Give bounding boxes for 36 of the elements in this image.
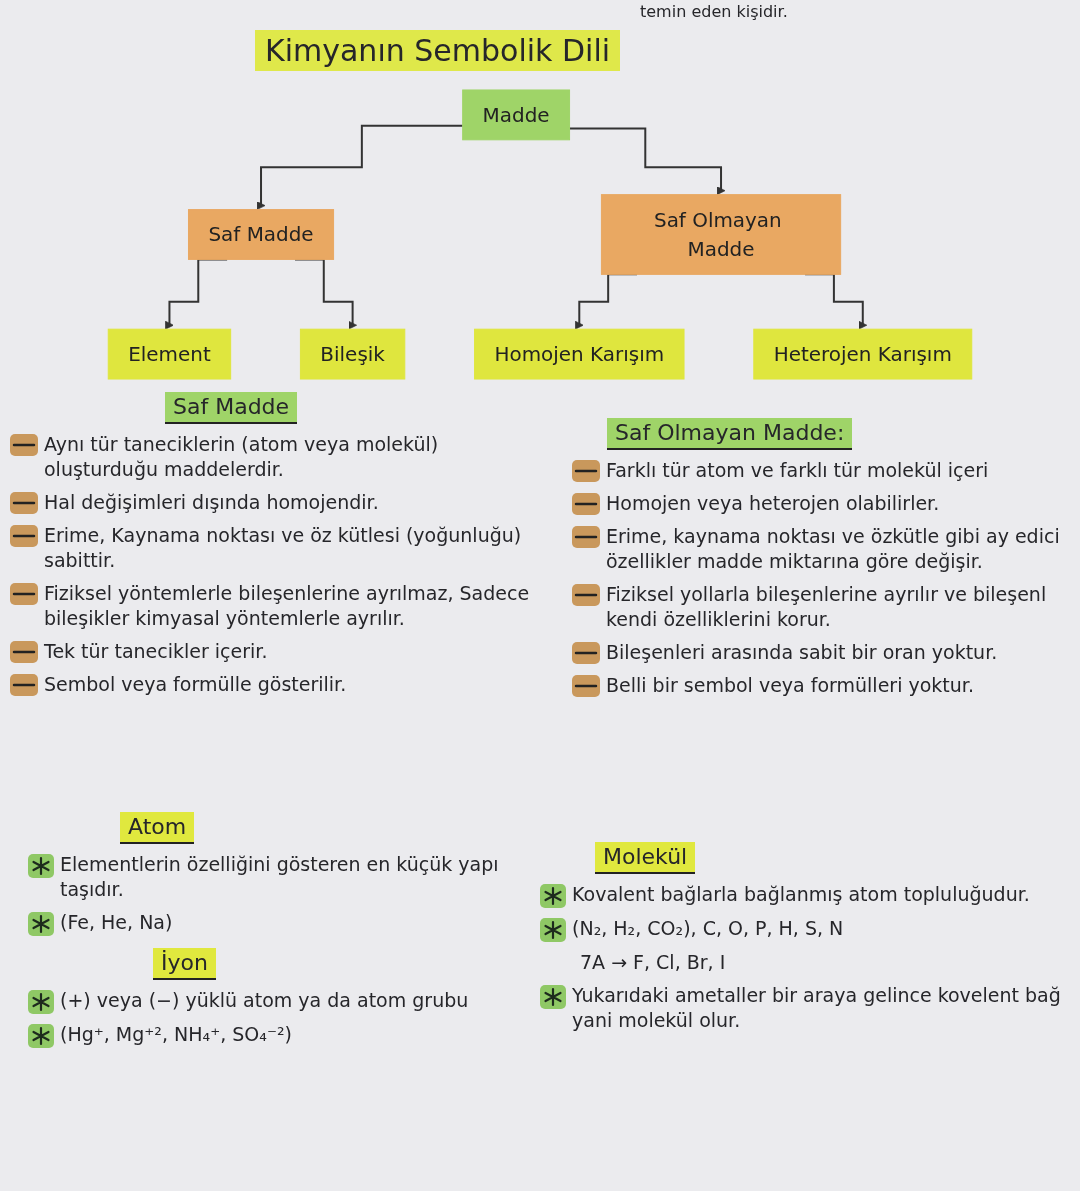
note-text: Fiziksel yollarla bileşenlerine ayrılır ve bileşenl kendi özelliklerini korur. bbox=[606, 582, 1048, 632]
node-box: Element bbox=[107, 328, 232, 380]
note-text: Bileşenleri arasında sabit bir oran yoktur. bbox=[606, 640, 998, 665]
note-text: (Fe, He, Na) bbox=[60, 910, 173, 935]
node-box: Heterojen Karışım bbox=[753, 328, 973, 380]
note-text: Erime, kaynama noktası ve özkütle gibi ay edici özellikler madde miktarına göre değişir. bbox=[606, 524, 1061, 574]
node-box: Homojen Karışım bbox=[474, 328, 685, 380]
arrow bbox=[568, 127, 726, 196]
title: Kimyanın Sembolik Dili bbox=[255, 30, 621, 71]
note-text: Homojen veya heterojen olabilirler. bbox=[606, 491, 940, 516]
note-text: Fiziksel yöntemlerle bileşenlerine ayrılmaz, Sadece bileşikler kimyasal yöntemlerle ayrılır. bbox=[44, 581, 531, 631]
section-heading: Saf Madde bbox=[165, 392, 298, 424]
section-heading: Atom bbox=[120, 812, 195, 844]
note-text: Kovalent bağlarla bağlanmış atom topluluğudur. bbox=[572, 882, 1030, 907]
note-text: Elementlerin özelliğini gösteren en küçük yapı taşıdır. bbox=[60, 852, 500, 902]
note-text: Erime, Kaynama noktası ve öz kütlesi (yoğunluğu) sabittir. bbox=[44, 523, 523, 573]
section-heading: İyon bbox=[153, 948, 216, 980]
node-box: Saf Madde bbox=[188, 209, 335, 260]
note-text: (Hg⁺, Mg⁺², NH₄⁺, SO₄⁻²) bbox=[60, 1022, 292, 1047]
node-box: Bileşik bbox=[299, 328, 406, 380]
note-text: Tek tür tanecikler içerir. bbox=[44, 639, 268, 664]
note-text: (+) veya (−) yüklü atom ya da atom grubu bbox=[60, 988, 469, 1013]
note-text: Belli bir sembol veya formülleri yoktur. bbox=[606, 673, 974, 698]
note-text: Farklı tür atom ve farklı tür molekül içeri bbox=[606, 458, 989, 483]
note-text: Aynı tür taneciklerin (atom veya molekül) oluşturduğu maddelerdir. bbox=[44, 432, 440, 482]
node-box: Saf Olmayan Madde bbox=[600, 194, 842, 275]
note-text: Hal değişimleri dışında homojendir. bbox=[44, 490, 379, 515]
note-text: Yukarıdaki ametaller bir araya gelince kovelent bağ yani molekül olur. bbox=[572, 983, 1062, 1033]
section-heading: Saf Olmayan Madde: bbox=[607, 418, 853, 450]
note-text: 7A → F, Cl, Br, I bbox=[580, 950, 726, 975]
arrow bbox=[256, 124, 464, 210]
note-text: Sembol veya formülle gösterilir. bbox=[44, 672, 347, 697]
note-text: (N₂, H₂, CO₂), C, O, P, H, S, N bbox=[572, 916, 844, 941]
note-text: temin eden kişidir. bbox=[640, 2, 788, 21]
node-box: Madde bbox=[462, 89, 571, 141]
section-heading: Molekül bbox=[595, 842, 696, 874]
